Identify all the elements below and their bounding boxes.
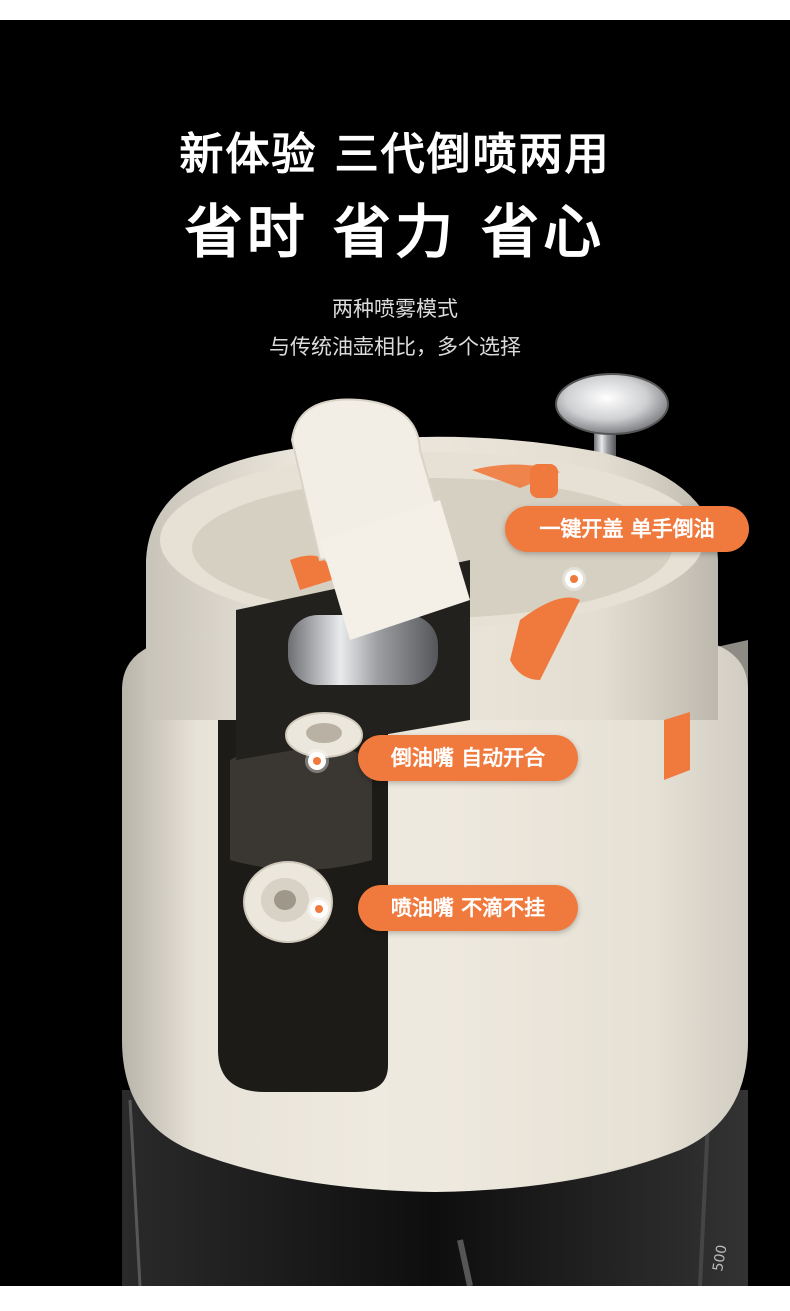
headline-line-1: 新体验 三代倒喷两用: [179, 129, 611, 180]
release-knob: [555, 373, 669, 460]
subtitle-line-2: 与传统油壶相比，多个选择: [269, 335, 521, 359]
top-margin-strip: [0, 0, 790, 20]
callout-marker-dot: [565, 570, 583, 588]
volume-mark: 500: [710, 1244, 730, 1273]
headline-line-2: 省时 省力 省心: [184, 198, 606, 266]
subtitle-line-1: 两种喷雾模式: [332, 297, 458, 321]
callout-one-touch-open: 一键开盖 单手倒油: [505, 506, 749, 552]
callout-marker-dot: [308, 752, 326, 770]
callout-marker-dot: [310, 900, 328, 918]
callout-pour-spout: 倒油嘴 自动开合: [358, 735, 578, 781]
bottom-margin-strip: [0, 1286, 790, 1311]
callout-spray-nozzle: 喷油嘴 不滴不挂: [358, 885, 578, 931]
